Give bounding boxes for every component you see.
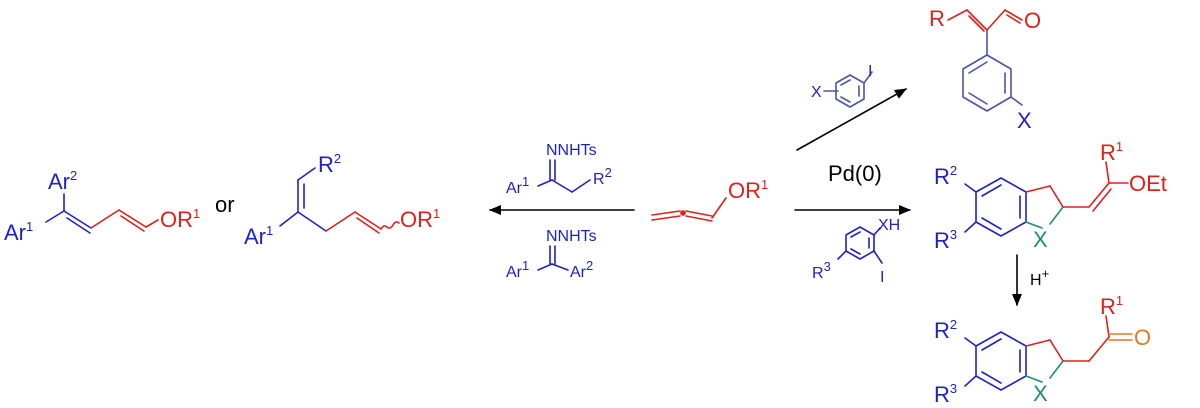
allene-or-label: OR1 [728, 177, 768, 203]
enal-product: R O X [929, 6, 1041, 133]
reagent-r3-label: R3 [812, 259, 831, 282]
ketone-product: X R1 O R2 R3 [934, 293, 1151, 407]
top-r2-label: R2 [593, 165, 612, 188]
enal-r-label: R [929, 6, 945, 31]
dienol-ether-product-1: Ar2 Ar1 OR1 [4, 168, 200, 245]
arrow-to-top-right [796, 88, 907, 151]
aryl-iodide-reagent: I X [811, 63, 873, 108]
p1-ar2-label: Ar2 [48, 168, 77, 194]
acid-label: H+ [1030, 266, 1049, 289]
ring-x-label: X [1033, 227, 1048, 252]
bottom-ar2-label: Ar2 [570, 258, 593, 281]
tosylhydrazone-reagent-top: NNHTs Ar1 R2 [506, 142, 612, 197]
bottom-nnhts-label: NNHTs [546, 228, 597, 245]
catalyst-label: Pd(0) [828, 161, 882, 186]
or-word: or [215, 192, 235, 217]
top-nnhts-label: NNHTs [546, 142, 597, 159]
ortho-iodo-reagent: XH I R3 [812, 217, 900, 286]
enol-r2-label: R2 [934, 163, 957, 189]
xh-label: XH [878, 217, 900, 234]
ketone-r2-label: R2 [934, 317, 957, 343]
dienol-ether-product-2: R2 Ar1 OR1 [244, 151, 440, 249]
enal-o-label: O [1024, 8, 1041, 33]
enol-oet-label: OEt [1129, 171, 1167, 196]
p2-r2-label: R2 [318, 151, 341, 177]
ketone-r1-label: R1 [1100, 293, 1123, 319]
iodine-label: I [868, 63, 872, 80]
enol-r1-label: R1 [1100, 139, 1123, 165]
ketone-r3-label: R3 [934, 381, 957, 407]
enol-ether-product: X R1 OEt R2 R3 [934, 139, 1167, 253]
x-substituent-label: X [811, 84, 822, 101]
enal-x-label: X [1017, 108, 1032, 133]
bottom-ar1-label: Ar1 [506, 258, 529, 281]
ketone-o-label: O [1134, 325, 1151, 350]
tosylhydrazone-reagent-bottom: NNHTs Ar1 Ar2 [506, 228, 597, 281]
p2-or-label: OR1 [400, 206, 440, 232]
reagent-iodine-label: I [880, 269, 884, 286]
enol-r3-label: R3 [934, 227, 957, 253]
p2-ar1-label: Ar1 [244, 223, 273, 249]
alkoxyallene: OR1 [651, 177, 768, 222]
p1-ar1-label: Ar1 [4, 219, 33, 245]
ketone-ring-x-label: X [1033, 381, 1048, 406]
p1-or-label: OR1 [160, 206, 200, 232]
top-ar1-label: Ar1 [506, 174, 529, 197]
